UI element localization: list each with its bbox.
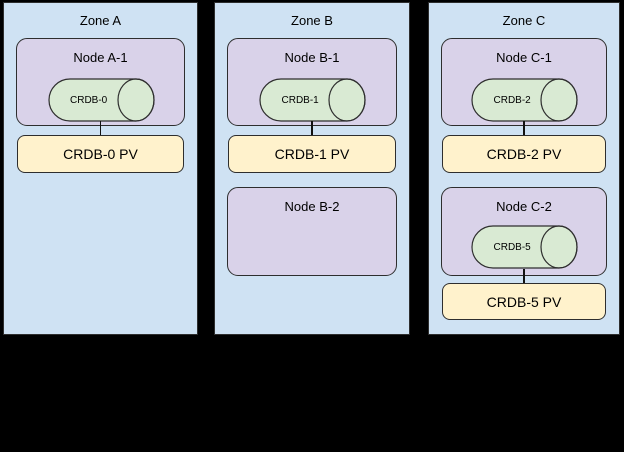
pv-crdb-0-label: CRDB-0 PV: [63, 146, 138, 162]
pv-crdb-1-label: CRDB-1 PV: [274, 146, 350, 162]
cylinder-icon: [47, 78, 155, 122]
pv-crdb-2: CRDB-2 PV: [442, 135, 606, 173]
node-b1-title: Node B-1: [284, 50, 340, 65]
cylinder-icon: [471, 78, 578, 122]
node-c2: Node C-2 CRDB-5: [441, 187, 607, 276]
pv-crdb-2-label: CRDB-2 PV: [486, 146, 562, 162]
crdb-0-cylinder: CRDB-0: [47, 78, 155, 122]
zone-a: Zone A Node A-1 CRDB-0 CRDB-0 PV: [3, 2, 198, 335]
crdb-1-cylinder: CRDB-1: [258, 78, 366, 122]
crdb-1-label: CRDB-1: [281, 94, 319, 106]
pv-crdb-0: CRDB-0 PV: [17, 135, 184, 173]
node-b1: Node B-1 CRDB-1: [227, 38, 397, 126]
zone-a-title: Zone A: [79, 13, 122, 28]
connector-crdb5-to-pv: [523, 269, 525, 284]
zone-b-title: Zone B: [291, 13, 333, 28]
node-c1-title: Node C-1: [496, 50, 552, 65]
node-b2: Node B-2: [227, 187, 397, 276]
node-a1-title: Node A-1: [73, 50, 128, 65]
zone-c: Zone C Node C-1 CRDB-2 CRDB-2 PV Node C-…: [428, 2, 620, 335]
connector-crdb2-to-pv: [523, 121, 525, 136]
node-a1: Node A-1 CRDB-0: [16, 38, 185, 126]
node-c1: Node C-1 CRDB-2: [441, 38, 607, 126]
pv-crdb-5-label: CRDB-5 PV: [486, 293, 562, 310]
node-b2-title: Node B-2: [284, 199, 340, 214]
connector-crdb1-to-pv: [311, 121, 313, 136]
cylinder-icon: [471, 225, 578, 269]
crdb-5-cylinder: CRDB-5: [470, 225, 578, 269]
crdb-0-label: CRDB-0: [70, 94, 108, 106]
crdb-2-cylinder: CRDB-2: [470, 78, 578, 122]
zone-b: Zone B Node B-1 CRDB-1 CRDB-1 PV Node B-…: [214, 2, 410, 335]
pv-crdb-5: CRDB-5 PV: [442, 283, 606, 320]
crdb-5-label: CRDB-5: [493, 241, 531, 253]
crdb-2-label: CRDB-2: [493, 94, 531, 106]
zone-c-title: Zone C: [502, 13, 546, 28]
node-c2-title: Node C-2: [496, 199, 552, 214]
pv-crdb-1: CRDB-1 PV: [228, 135, 396, 173]
cylinder-icon: [259, 78, 366, 122]
connector-crdb0-to-pv: [99, 121, 101, 136]
